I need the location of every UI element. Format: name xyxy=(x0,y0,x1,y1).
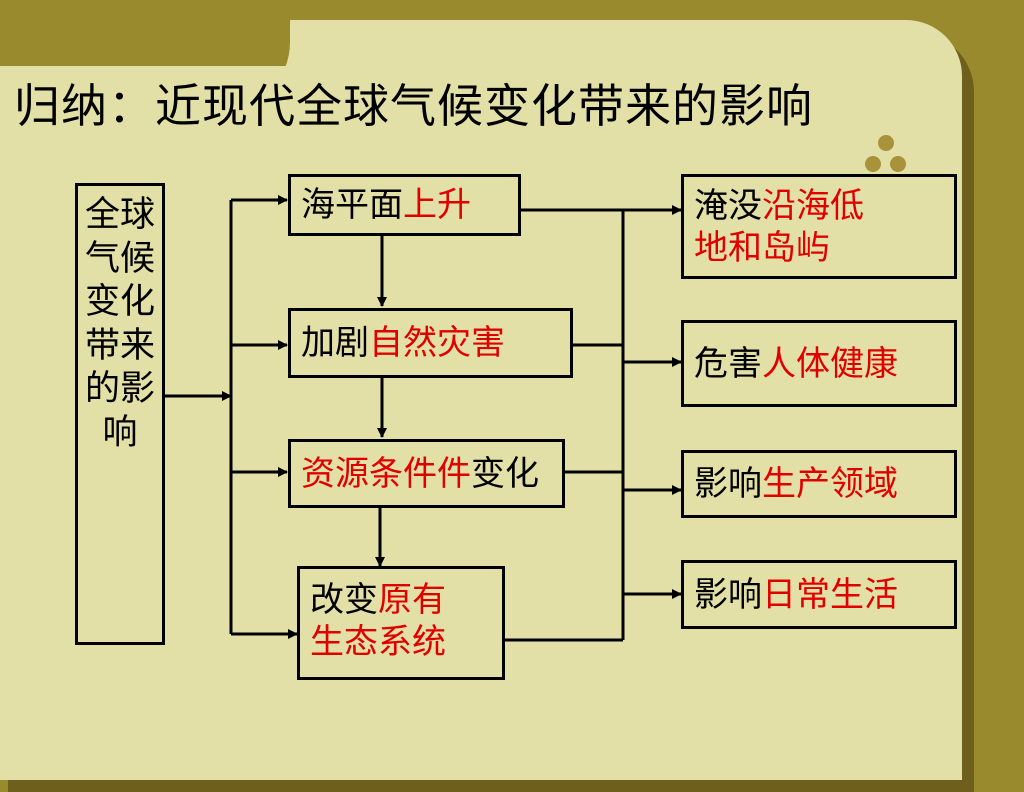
effect-highlight-text: 日常生活 xyxy=(762,574,898,615)
node-highlight-text: 自然灾害 xyxy=(369,323,505,363)
effect-plain-text: 危害 xyxy=(694,343,762,384)
effect-highlight-text: 人体健康 xyxy=(762,343,898,384)
decor-dot xyxy=(878,135,894,151)
effect-production: 影响生产领域 xyxy=(681,450,957,518)
effect-highlight-text: 生产领域 xyxy=(762,464,898,504)
node-plain-text: 变化 xyxy=(471,453,539,494)
effect-human-health: 危害人体健康 xyxy=(681,320,957,407)
effect-daily-life: 影响日常生活 xyxy=(681,560,957,629)
source-box: 全球气候变化带来的影响 xyxy=(75,183,165,645)
decor-dot xyxy=(890,156,906,172)
node-highlight-text: 原有 生态系统 xyxy=(310,580,446,662)
decor-dot xyxy=(865,156,881,172)
node-highlight-text: 资源条件件 xyxy=(301,453,471,494)
effect-coastal-flooding: 淹没沿海低 地和岛屿 xyxy=(681,174,957,279)
slide: 归纳：近现代全球气候变化带来的影响 xyxy=(0,20,974,792)
effect-plain-text: 淹没 xyxy=(694,186,762,226)
node-plain-text: 海平面 xyxy=(301,185,403,225)
source-label: 全球气候变化带来的影响 xyxy=(84,195,155,453)
node-plain-text: 加剧 xyxy=(301,323,369,363)
node-ecosystem: 改变原有 生态系统 xyxy=(297,566,505,680)
node-resource-conditions: 资源条件件变化 xyxy=(288,439,565,508)
node-plain-text: 改变 xyxy=(310,580,378,620)
node-highlight-text: 上升 xyxy=(403,185,471,225)
node-natural-disasters: 加剧自然灾害 xyxy=(288,308,573,378)
node-sea-level: 海平面上升 xyxy=(288,174,521,236)
title-band xyxy=(0,66,300,124)
effect-plain-text: 影响 xyxy=(694,574,762,615)
slide-title: 归纳：近现代全球气候变化带来的影响 xyxy=(14,79,813,133)
effect-plain-text: 影响 xyxy=(694,464,762,504)
connector-lines xyxy=(165,195,682,642)
effect-highlight-text: 沿海低 地和岛屿 xyxy=(694,186,864,268)
